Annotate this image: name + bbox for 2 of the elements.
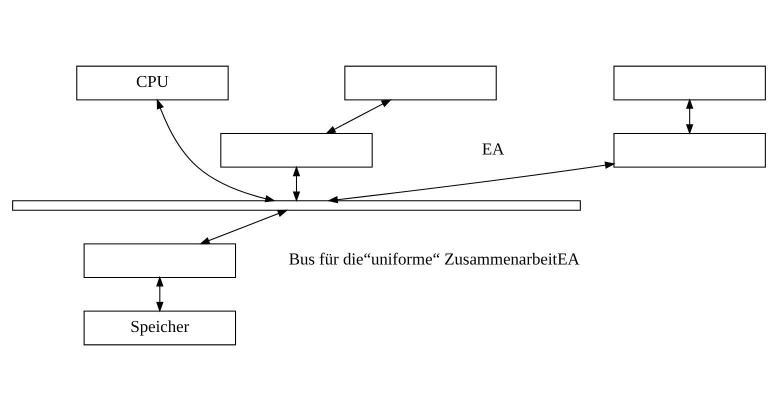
label: Bus für die“uniforme“ ZusammenarbeitEA xyxy=(288,249,580,268)
label: EA xyxy=(482,138,504,158)
